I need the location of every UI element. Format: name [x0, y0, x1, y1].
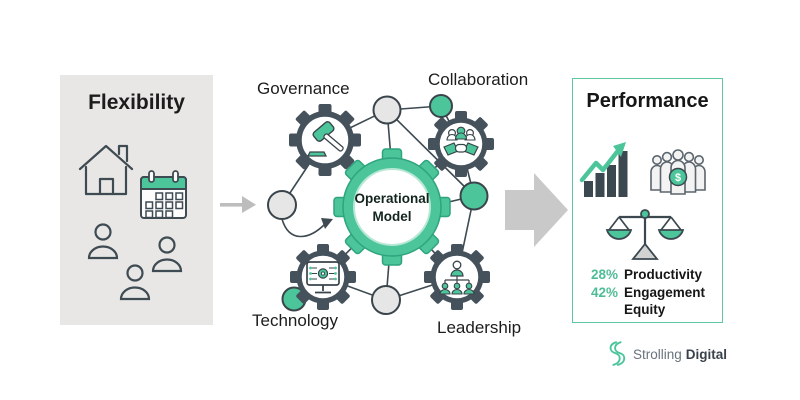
leadership-label: Leadership [437, 318, 522, 337]
brand-s-icon [609, 341, 626, 366]
circuit-monitor-icon [306, 261, 340, 294]
governance-label: Governance [257, 79, 350, 98]
productivity-value: 28% [591, 267, 619, 282]
stat-row-productivity: 28% Productivity [591, 266, 705, 284]
technology-label: Technology [252, 311, 339, 330]
dollar-symbol: $ [675, 172, 681, 184]
equity-value [591, 301, 624, 319]
flexibility-panel: Flexibility [60, 75, 213, 325]
hub-label-line2: Model [373, 209, 412, 224]
people-money-icon: $ [650, 149, 706, 195]
node-gray-top [372, 95, 402, 125]
node-green-top [429, 94, 453, 118]
collaboration-gear [428, 111, 494, 177]
collaboration-label: Collaboration [428, 70, 529, 89]
technology-gear [290, 244, 356, 310]
person-icon [151, 236, 183, 273]
growth-chart-icon [579, 142, 628, 197]
flow-curve-arrow [281, 218, 333, 238]
engagement-label: Engagement [624, 284, 706, 300]
equity-label: Equity [624, 302, 666, 317]
engagement-value: 42% [591, 284, 619, 300]
brand-name-part1: Strolling [633, 346, 682, 362]
performance-panel: Performance $ [572, 78, 723, 323]
leadership-gear [424, 244, 490, 310]
flexibility-title: Flexibility [88, 91, 185, 114]
node-gray-left [267, 190, 297, 220]
stat-row-equity: Equity [591, 301, 705, 319]
hub-gear: Operational Model [333, 148, 451, 266]
stat-row-engagement: 42% Engagement [591, 284, 705, 302]
person-icon [87, 223, 119, 260]
hub-label-line1: Operational [354, 191, 429, 206]
balance-scale-icon [605, 209, 685, 260]
flexibility-icons [78, 144, 187, 301]
person-icon [119, 264, 151, 301]
gavel-icon [306, 121, 344, 157]
calendar-icon [140, 170, 187, 219]
performance-icons: $ [579, 142, 706, 260]
governance-gear [289, 104, 361, 176]
org-chart-icon [439, 260, 475, 295]
node-green-right [459, 181, 489, 211]
input-arrow [220, 196, 256, 213]
handshake-icon [443, 126, 479, 156]
brand-logo: Strolling Digital [607, 339, 727, 369]
house-icon [78, 144, 134, 196]
productivity-label: Productivity [624, 267, 703, 282]
performance-title: Performance [586, 90, 709, 112]
node-gray-bottom [371, 285, 401, 315]
brand-name-part2: Digital [685, 346, 728, 362]
output-arrow [505, 173, 568, 247]
performance-stats: 28% Productivity 42% Engagement Equity [591, 266, 705, 319]
